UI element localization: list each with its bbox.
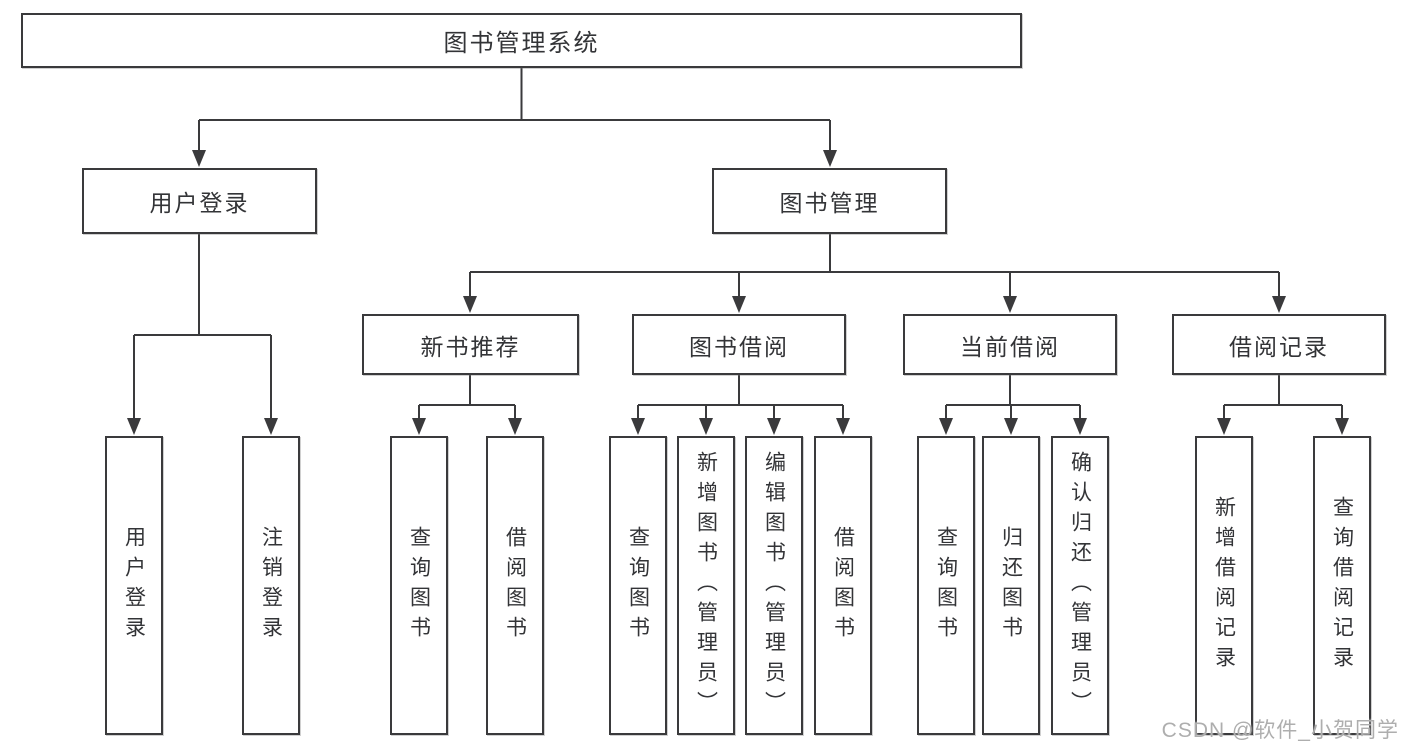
- leaf-return-books: 归还图书: [982, 436, 1040, 735]
- leaf-user-login: 用户登录: [105, 436, 163, 735]
- leaf-add-borrow-record: 新增借阅记录: [1195, 436, 1253, 735]
- connector-borrow-records-children: [1217, 375, 1349, 435]
- leaf-borrow-books: 借阅图书: [814, 436, 872, 735]
- connector-user-login-children: [127, 234, 278, 435]
- connector-current-borrow-children: [939, 375, 1087, 435]
- leaf-add-books-admin: 新增图书（管理员）: [677, 436, 735, 735]
- leaf-current-query-books: 查询图书: [917, 436, 975, 735]
- leaf-newrec-borrow-books: 借阅图书: [486, 436, 544, 735]
- node-library-system: 图书管理系统: [21, 13, 1022, 68]
- node-current-borrowing: 当前借阅: [903, 314, 1117, 375]
- leaf-logout: 注销登录: [242, 436, 300, 735]
- node-new-book-recommend: 新书推荐: [362, 314, 579, 375]
- leaf-newrec-query-books: 查询图书: [390, 436, 448, 735]
- leaf-confirm-return-admin: 确认归还（管理员）: [1051, 436, 1109, 735]
- node-borrowing-records: 借阅记录: [1172, 314, 1386, 375]
- node-book-borrowing: 图书借阅: [632, 314, 846, 375]
- leaf-query-borrow-record: 查询借阅记录: [1313, 436, 1371, 735]
- node-user-login: 用户登录: [82, 168, 317, 234]
- csdn-watermark: CSDN @软件_小贺同学: [1161, 719, 1399, 742]
- connector-book-mgmt-children: [463, 234, 1286, 313]
- leaf-edit-books-admin: 编辑图书（管理员）: [745, 436, 803, 735]
- leaf-borrowing-query-books: 查询图书: [609, 436, 667, 735]
- connector-book-borrow-children: [631, 375, 850, 435]
- connector-root-to-level2: [192, 68, 837, 167]
- node-book-management: 图书管理: [712, 168, 947, 234]
- connector-new-book-rec-children: [412, 375, 522, 435]
